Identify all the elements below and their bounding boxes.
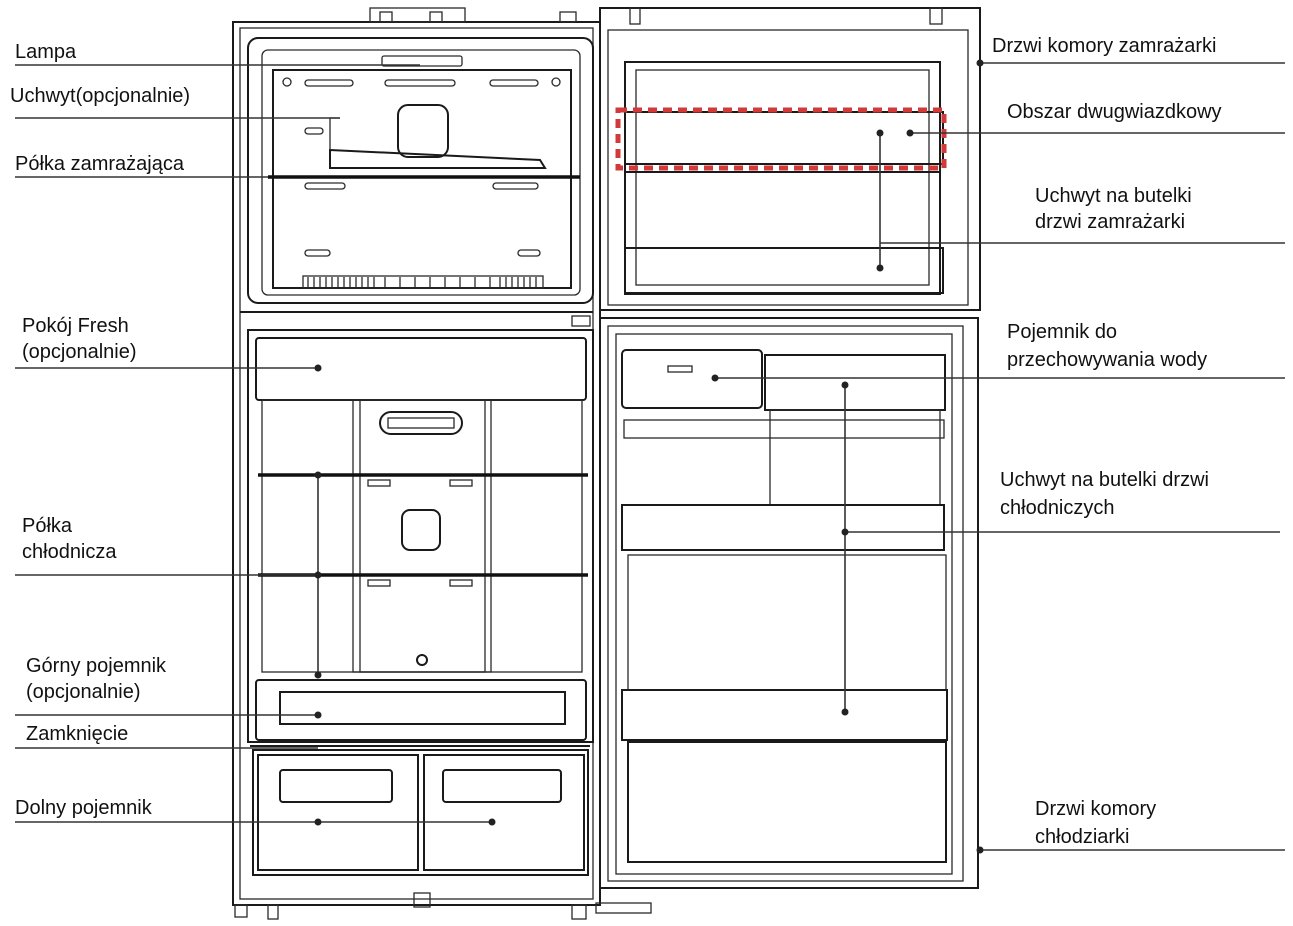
label-polka-zamrazajaca: Półka zamrażająca [15, 153, 185, 175]
label-uchwyt-butelki-zamrazarki-line2: drzwi zamrażarki [1035, 211, 1185, 233]
label-uchwyt-butelki-zamrazarki-line1: Uchwyt na butelki [1035, 185, 1192, 207]
label-drzwi-chlodziarki-line2: chłodziarki [1035, 826, 1129, 848]
label-drzwi-zamrazarki: Drzwi komory zamrażarki [992, 35, 1216, 57]
label-polka-chlodnicza-line1: Półka [22, 515, 73, 537]
label-uchwyt: Uchwyt(opcjonalnie) [10, 85, 190, 107]
freezer-compartment [247, 37, 594, 304]
label-pojemnik-wody-line2: przechowywania wody [1007, 349, 1207, 371]
label-obszar-dwugwiazdkowy: Obszar dwugwiazdkowy [1007, 101, 1222, 123]
label-lampa: Lampa [15, 41, 77, 63]
label-pokoj-fresh-line2: (opcjonalnie) [22, 341, 137, 363]
label-drzwi-chlodziarki-line1: Drzwi komory [1035, 798, 1156, 820]
leader-dots [314, 59, 984, 854]
label-zamkniecie: Zamknięcie [26, 723, 128, 745]
freezer-door [599, 7, 981, 311]
label-uchwyt-butelki-chlodniczych-line1: Uchwyt na butelki drzwi [1000, 469, 1209, 491]
label-uchwyt-butelki-chlodniczych-line2: chłodniczych [1000, 497, 1115, 519]
fridge-compartment [240, 311, 594, 876]
label-gorny-pojemnik-line2: (opcjonalnie) [26, 681, 141, 703]
leader-lines [15, 62, 1285, 851]
label-polka-chlodnicza-line2: chłodnicza [22, 541, 117, 563]
label-pojemnik-wody-line1: Pojemnik do [1007, 321, 1117, 343]
label-dolny-pojemnik: Dolny pojemnik [15, 797, 153, 819]
label-gorny-pojemnik-line1: Górny pojemnik [26, 655, 167, 677]
label-pokoj-fresh-line1: Pokój Fresh [22, 315, 129, 337]
fridge-door [571, 315, 979, 889]
